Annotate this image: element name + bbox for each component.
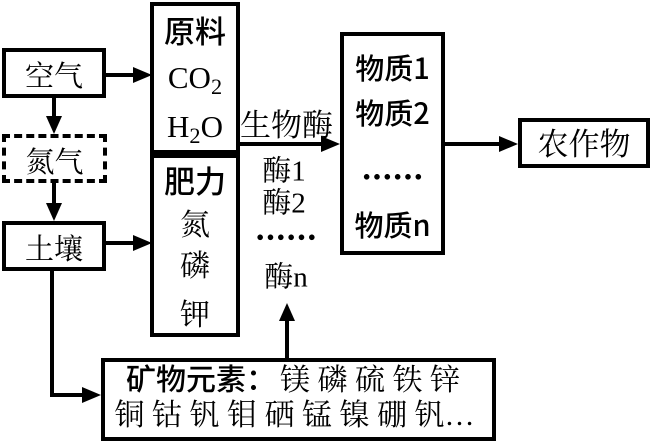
enzyme-2-label: 酶2: [262, 187, 306, 220]
nitrogen-gas-box: 氮气: [2, 134, 107, 183]
fertility-title: 肥力: [164, 157, 226, 202]
crops-box: 农作物: [518, 118, 650, 168]
h2o-subscript: 2: [189, 122, 201, 148]
substances-box: 物质1 物质2 …… 物质n: [340, 32, 445, 255]
enzyme-1-label: 酶1: [262, 155, 306, 188]
minerals-line2-elements: 铜 钴 钒 钼 硒 锰 镍 硼 钒…: [114, 399, 475, 432]
arrow-soil-to-fertility: [104, 235, 152, 251]
raw-materials-box: 原料 CO2 H2O: [150, 2, 240, 154]
substance-n: 物质n: [354, 203, 431, 245]
substance-2: 物质2: [355, 91, 430, 133]
arrow-bioenzyme-to-substances: [237, 136, 340, 152]
air-box: 空气: [2, 48, 106, 98]
air-label: 空气: [24, 61, 83, 93]
substances-ellipsis: ……: [361, 153, 424, 198]
minerals-box: 矿物元素：镁 磷 硫 铁 锌 铜 钴 钒 钼 硒 锰 镍 硼 钒…: [101, 358, 496, 441]
arrow-substances-to-crops: [443, 136, 518, 152]
fertility-element-p: 磷: [180, 250, 210, 283]
co2-base: CO: [167, 60, 211, 95]
enzyme-n-label: 酶n: [264, 261, 308, 294]
h2o-tail: O: [200, 109, 223, 144]
bio-enzyme-label: 生物酶: [240, 108, 333, 143]
fertility-element-n: 氮: [180, 209, 210, 242]
co2-formula: CO2: [154, 60, 236, 97]
enzymes-ellipsis: ……: [255, 213, 317, 259]
soil-label: 土壤: [24, 234, 83, 266]
h2o-base: H: [167, 109, 190, 144]
crops-label: 农作物: [537, 127, 631, 162]
minerals-title: 矿物元素：: [126, 355, 276, 399]
fertility-element-k: 钾: [180, 299, 210, 332]
minerals-line1: 矿物元素：镁 磷 硫 铁 锌: [126, 362, 460, 396]
substance-1: 物质1: [355, 46, 430, 88]
arrow-air-to-raw: [104, 67, 152, 83]
soil-box: 土壤: [2, 221, 106, 271]
nitrogen-gas-label: 氮气: [25, 146, 84, 179]
minerals-line1-elements: 镁 磷 硫 铁 锌: [280, 364, 460, 397]
raw-materials-title: 原料: [164, 7, 226, 52]
co2-subscript: 2: [210, 73, 223, 99]
arrow-air-to-nitrogen: [46, 96, 62, 134]
arrow-nitrogen-to-soil: [46, 181, 62, 221]
arrow-minerals-to-enzymes: [279, 303, 295, 360]
h2o-formula: H2O: [154, 109, 236, 146]
fertility-box: 肥力 氮 磷 钾: [150, 154, 240, 337]
arrow-soil-to-minerals: [50, 269, 101, 403]
